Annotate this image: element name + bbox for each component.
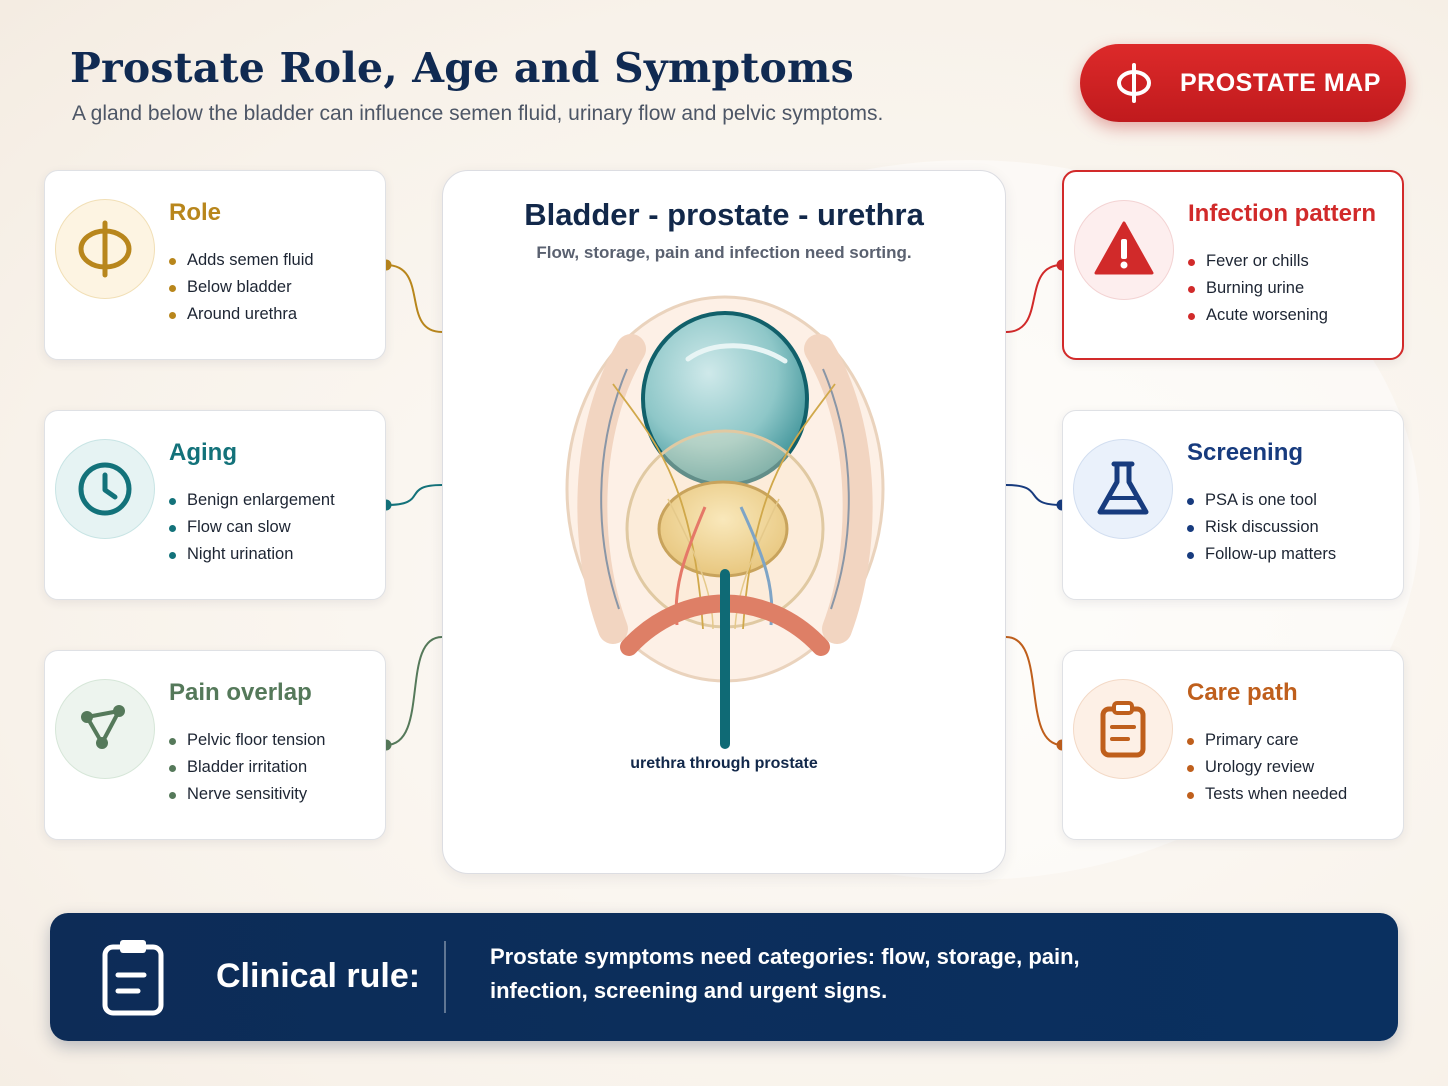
list-item: Primary care <box>1187 729 1347 756</box>
nerve-line <box>667 498 714 630</box>
phi-icon <box>1117 63 1151 103</box>
banner-label: Clinical rule: <box>216 957 421 995</box>
role-icon-circle <box>55 199 155 299</box>
card-infection-pattern: Infection pattern Fever or chills Burnin… <box>1062 170 1404 360</box>
prostate-map-badge: PROSTATE MAP <box>1080 44 1406 122</box>
nerve-line <box>742 383 836 630</box>
phi-icon <box>78 220 132 278</box>
page-title: Prostate Role, Age and Symptoms <box>70 44 854 92</box>
clock-icon <box>78 462 132 516</box>
clipboard-icon <box>102 940 164 1016</box>
list-item: Burning urine <box>1188 277 1328 304</box>
pain-icon-circle <box>55 679 155 779</box>
connector-role <box>385 264 443 333</box>
list-item: Bladder irritation <box>169 756 326 783</box>
list-item: Benign enlargement <box>169 489 335 516</box>
nerve-line <box>612 383 704 630</box>
card-pain-overlap: Pain overlap Pelvic floor tension Bladde… <box>44 650 386 840</box>
urethra-label: urethra through prostate <box>630 755 818 772</box>
clinical-rule-banner: Clinical rule: Prostate symptoms need ca… <box>50 913 1398 1041</box>
list-item: PSA is one tool <box>1187 489 1336 516</box>
banner-text: Prostate symptoms need categories: flow,… <box>490 944 1080 1003</box>
card-aging-title: Aging <box>169 439 237 466</box>
list-item: Nerve sensitivity <box>169 783 326 810</box>
badge-label: PROSTATE MAP <box>1180 68 1381 97</box>
anatomy-subtitle: Flow, storage, pain and infection need s… <box>536 243 912 262</box>
list-item: Flow can slow <box>169 516 335 543</box>
aging-icon-circle <box>55 439 155 539</box>
card-infection-title: Infection pattern <box>1188 200 1377 227</box>
connector-infection <box>1005 264 1063 333</box>
list-item: Urology review <box>1187 756 1347 783</box>
card-role-list: Adds semen fluid Below bladder Around ur… <box>169 249 314 330</box>
list-item: Tests when needed <box>1187 783 1347 810</box>
clipboard-icon <box>1100 701 1146 758</box>
anatomy-title: Bladder - prostate - urethra <box>524 197 924 232</box>
list-item: Risk discussion <box>1187 516 1336 543</box>
hip-bone-right <box>804 334 873 644</box>
anatomy-panel: Bladder - prostate - urethra Flow, stora… <box>442 170 1006 874</box>
card-care-list: Primary care Urology review Tests when n… <box>1187 729 1347 810</box>
page-subtitle: A gland below the bladder can influence … <box>72 102 884 125</box>
connector-care <box>1005 636 1063 746</box>
card-care-path: Care path Primary care Urology review Te… <box>1062 650 1404 840</box>
screening-icon-circle <box>1073 439 1173 539</box>
inner-curve-right <box>822 368 850 610</box>
inner-curve-left <box>600 368 628 610</box>
connector-screening <box>1005 484 1063 506</box>
network-nodes-icon <box>81 705 125 749</box>
banner-divider <box>444 941 446 1013</box>
card-infection-list: Fever or chills Burning urine Acute wors… <box>1188 250 1328 331</box>
hip-bone-left <box>577 334 646 644</box>
card-screening: Screening PSA is one tool Risk discussio… <box>1062 410 1404 600</box>
card-role-title: Role <box>169 199 222 226</box>
list-item: Fever or chills <box>1188 250 1328 277</box>
list-item: Below bladder <box>169 276 314 303</box>
card-role: Role Adds semen fluid Below bladder Arou… <box>44 170 386 360</box>
infection-icon-circle <box>1074 200 1174 300</box>
card-aging-list: Benign enlargement Flow can slow Night u… <box>169 489 335 570</box>
list-item: Pelvic floor tension <box>169 729 326 756</box>
card-screening-title: Screening <box>1187 439 1304 466</box>
list-item: Follow-up matters <box>1187 543 1336 570</box>
card-aging: Aging Benign enlargement Flow can slow N… <box>44 410 386 600</box>
warning-icon <box>1094 221 1154 275</box>
anatomy-illustration <box>565 295 885 749</box>
care-icon-circle <box>1073 679 1173 779</box>
connector-aging <box>385 484 443 506</box>
list-item: Night urination <box>169 543 335 570</box>
nerve-line <box>734 498 780 630</box>
card-screening-list: PSA is one tool Risk discussion Follow-u… <box>1187 489 1336 570</box>
card-care-title: Care path <box>1187 679 1298 706</box>
bladder-highlight <box>685 343 788 364</box>
card-pain-title: Pain overlap <box>169 679 312 706</box>
flask-icon <box>1097 461 1149 515</box>
list-item: Around urethra <box>169 303 314 330</box>
connector-pain <box>385 636 443 746</box>
card-pain-list: Pelvic floor tension Bladder irritation … <box>169 729 326 810</box>
list-item: Adds semen fluid <box>169 249 314 276</box>
list-item: Acute worsening <box>1188 304 1328 331</box>
